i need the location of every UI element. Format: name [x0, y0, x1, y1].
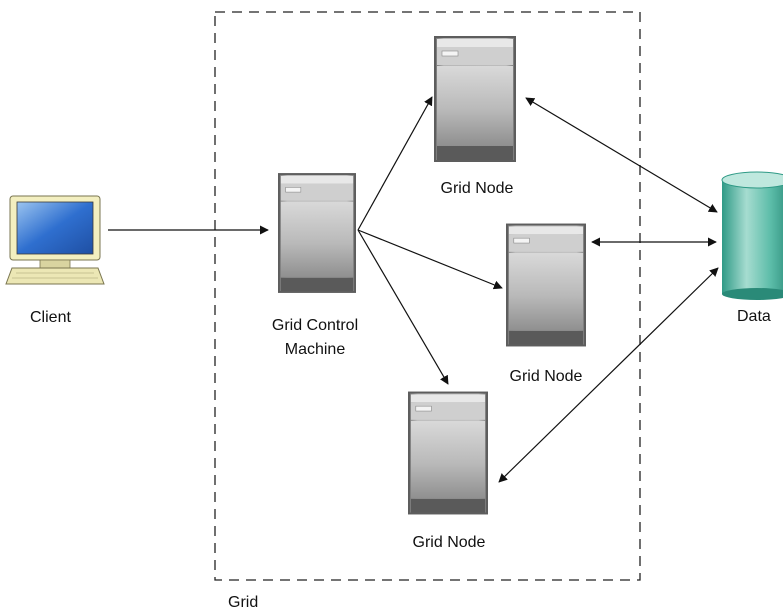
- arrow-control-to-node-1: [357, 96, 433, 231]
- data-store-label: Data: [737, 308, 771, 325]
- grid-node-3-server-icon: [408, 391, 488, 515]
- control-label-line2: Machine: [285, 341, 346, 358]
- grid-boundary: [214, 11, 641, 581]
- grid-node-3-label: Grid Node: [413, 534, 486, 551]
- grid-label: Grid: [228, 594, 258, 611]
- control-label-line1: Grid Control: [272, 317, 358, 334]
- client-computer-icon: [5, 195, 105, 285]
- data-store-database-icon: [721, 171, 783, 300]
- arrow-node-1-data: [525, 97, 718, 213]
- grid-control-server-icon: [278, 172, 356, 294]
- arrow-control-to-node-3: [357, 229, 449, 385]
- arrow-node-3-data: [498, 267, 719, 483]
- arrow-control-to-node-2: [357, 229, 503, 290]
- grid-node-2-label: Grid Node: [510, 368, 583, 385]
- grid-node-1-label: Grid Node: [441, 180, 514, 197]
- grid-node-2-server-icon: [506, 223, 586, 347]
- client-label: Client: [30, 309, 71, 326]
- grid-node-1-server-icon: [434, 36, 516, 162]
